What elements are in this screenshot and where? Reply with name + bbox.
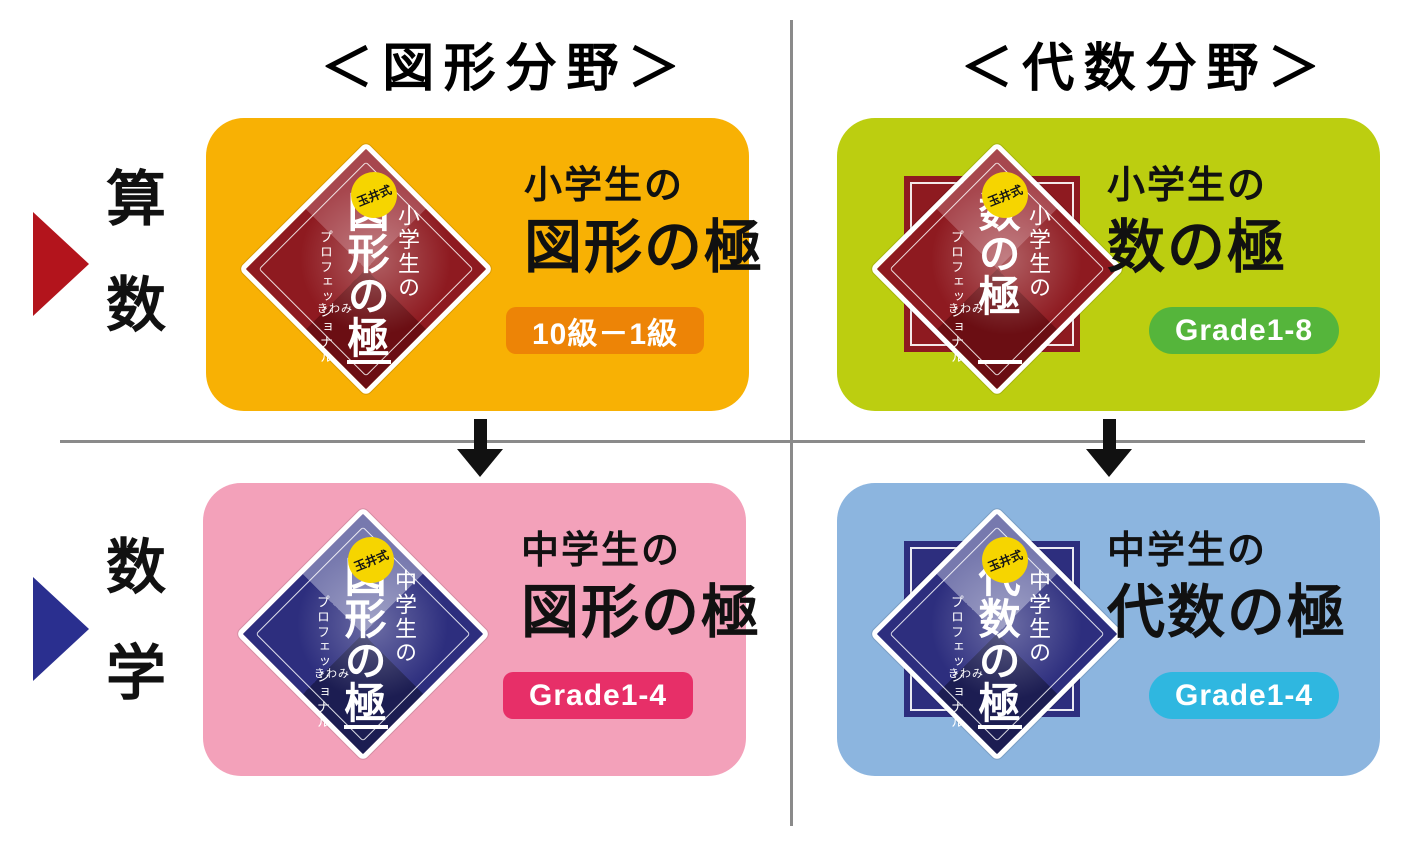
logo-underline xyxy=(347,360,391,364)
header-algebra-field: ＜代数分野＞ xyxy=(960,40,1330,98)
logo-subtitle-text: プロフェッショナル xyxy=(949,230,964,365)
card-heading-small: 小学生の xyxy=(524,165,685,207)
header-geometry-field: ＜図形分野＞ xyxy=(320,40,690,98)
kiwami-logo-junior-algebra: 玉井式 中学生の 代数の極 プロフェッショナル きわみ xyxy=(852,489,1132,769)
down-arrow-icon-left xyxy=(457,419,503,477)
vertical-divider xyxy=(790,20,793,826)
logo-subtitle-text: プロフェッショナル xyxy=(315,595,330,730)
grade-range-badge: 10級－1級 xyxy=(506,307,705,354)
logo-subtitle-text: プロフェッショナル xyxy=(318,230,333,365)
row-label-arithmetic-char2: 数 xyxy=(106,273,166,339)
down-arrow-stem xyxy=(1102,419,1116,451)
diamond-vertical-text: 中学生の 代数の極 プロフェッショナル xyxy=(904,553,1054,768)
kiwami-logo-junior-geometry: 玉井式 中学生の 図形の極 プロフェッショナル きわみ xyxy=(218,489,498,769)
down-arrow-head xyxy=(1086,449,1132,477)
horizontal-divider xyxy=(60,440,1365,443)
logo-grade-text: 小学生の xyxy=(395,204,420,300)
diamond-vertical-text: 小学生の 図形の極 プロフェッショナル xyxy=(273,188,423,403)
logo-subtitle-text: プロフェッショナル xyxy=(949,595,964,730)
logo-furigana-text: きわみ xyxy=(314,668,350,680)
row-label-mathematics-char2: 学 xyxy=(106,641,166,707)
card-heading-large: 図形の極 xyxy=(524,214,765,280)
logo-underline xyxy=(978,725,1022,729)
card-junior-geometry: 玉井式 中学生の 図形の極 プロフェッショナル きわみ 中学生の 図形の極 Gr… xyxy=(203,483,759,776)
grade-range-badge: Grade1-8 xyxy=(1149,307,1340,354)
kiwami-logo-elementary-number: 玉井式 小学生の 数の極 プロフェッショナル きわみ xyxy=(852,124,1132,404)
card-heading-small: 中学生の xyxy=(521,530,682,572)
logo-title-text: 図形の極 xyxy=(341,190,387,358)
logo-furigana-text: きわみ xyxy=(948,303,984,315)
logo-furigana-text: きわみ xyxy=(317,303,353,315)
grade-range-badge: Grade1-4 xyxy=(503,672,694,719)
diamond-vertical-text: 小学生の 数の極 プロフェッショナル xyxy=(904,188,1054,403)
card-heading-small: 中学生の xyxy=(1107,530,1268,572)
card-heading-small: 小学生の xyxy=(1107,165,1268,207)
logo-title-text: 代数の極 xyxy=(972,555,1018,723)
logo-underline xyxy=(344,725,388,729)
logo-furigana-text: きわみ xyxy=(948,668,984,680)
down-arrow-stem xyxy=(473,419,487,451)
card-heading-large: 代数の極 xyxy=(1107,579,1348,645)
card-heading-large: 図形の極 xyxy=(521,579,762,645)
arithmetic-triangle-icon xyxy=(33,212,89,316)
card-heading: 小学生の 数の極 xyxy=(1107,165,1288,280)
row-label-mathematics: 数 学 xyxy=(96,538,176,704)
logo-title-text: 図形の極 xyxy=(338,555,384,723)
kiwami-logo-elementary-geometry: 玉井式 小学生の 図形の極 プロフェッショナル きわみ xyxy=(221,124,501,404)
logo-underline xyxy=(978,360,1022,364)
logo-grade-text: 小学生の xyxy=(1026,204,1051,300)
card-heading-large: 数の極 xyxy=(1107,214,1288,280)
row-label-arithmetic-char1: 算 xyxy=(106,167,166,233)
logo-grade-text: 中学生の xyxy=(392,569,417,665)
grade-range-badge: Grade1-4 xyxy=(1149,672,1340,719)
card-heading: 中学生の 代数の極 xyxy=(1107,530,1348,645)
down-arrow-icon-right xyxy=(1086,419,1132,477)
card-junior-algebra: 玉井式 中学生の 代数の極 プロフェッショナル きわみ 中学生の 代数の極 Gr… xyxy=(837,483,1380,776)
card-heading: 中学生の 図形の極 xyxy=(521,530,762,645)
row-label-mathematics-char1: 数 xyxy=(106,535,166,601)
mathematics-triangle-icon xyxy=(33,577,89,681)
row-label-arithmetic: 算 数 xyxy=(96,170,176,336)
diamond-vertical-text: 中学生の 図形の極 プロフェッショナル xyxy=(270,553,420,768)
logo-grade-text: 中学生の xyxy=(1026,569,1051,665)
card-elementary-number: 玉井式 小学生の 数の極 プロフェッショナル きわみ 小学生の 数の極 Grad… xyxy=(837,118,1380,411)
card-heading: 小学生の 図形の極 xyxy=(524,165,765,280)
down-arrow-head xyxy=(457,449,503,477)
card-elementary-geometry: 玉井式 小学生の 図形の極 プロフェッショナル きわみ 小学生の 図形の極 10… xyxy=(206,118,762,411)
